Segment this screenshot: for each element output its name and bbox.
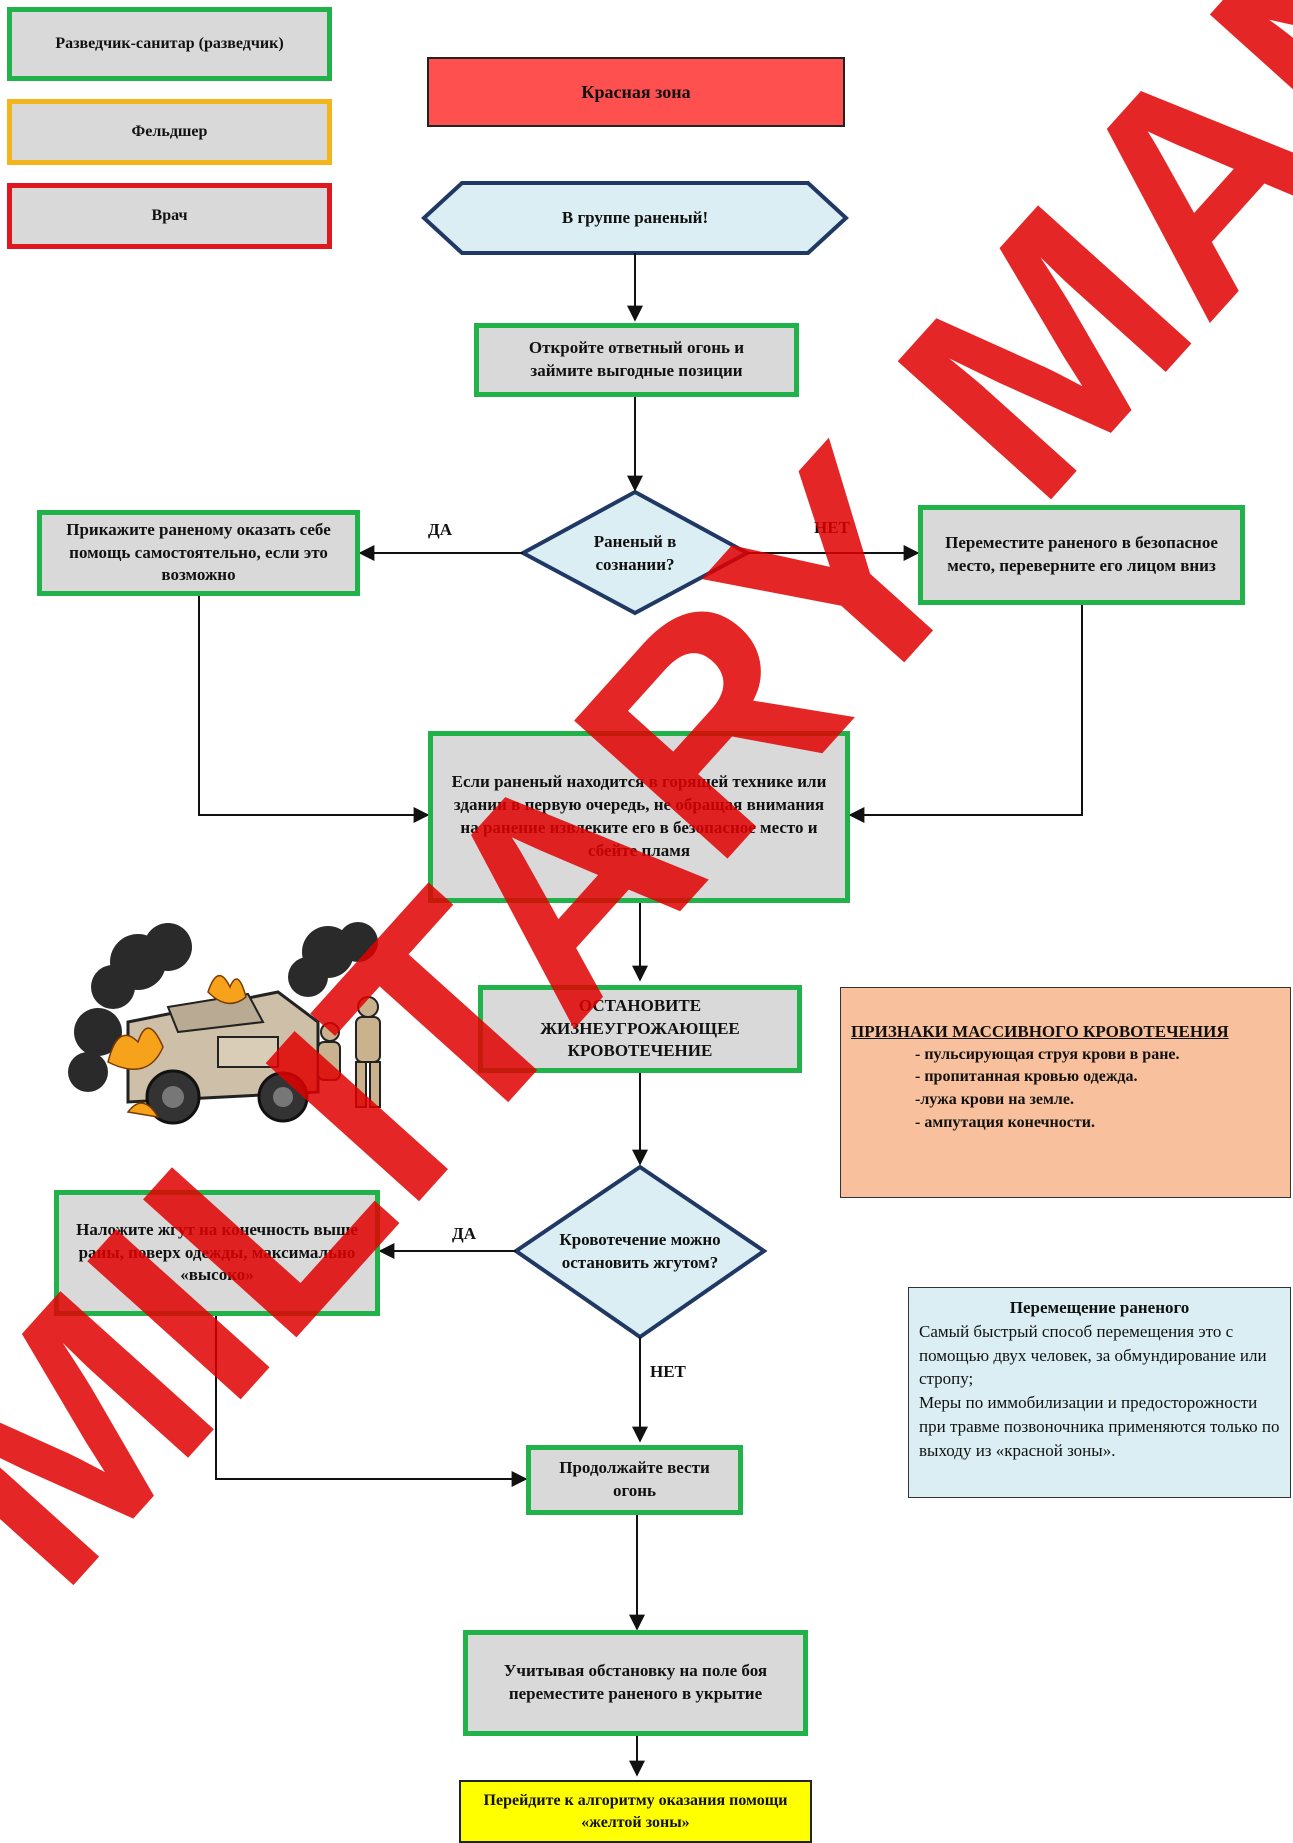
step-continue-fire-text: Продолжайте вести огонь [559,1458,710,1500]
step-next-zone-text: Перейдите к алгоритму оказания помощи «ж… [483,1791,788,1831]
movement-text-2: Меры по иммобилизации и предосторожности… [919,1393,1280,1460]
signs-title: ПРИЗНАКИ МАССИВНОГО КРОВОТЕЧЕНИЯ [851,1022,1229,1041]
decision-conscious-label: Раненый в сознании? [560,526,710,582]
movement-info-panel: Перемещение раненого Самый быстрый спосо… [908,1287,1291,1498]
legend-scout-label: Разведчик-санитар (разведчик) [55,35,284,53]
step-cover: Учитывая обстановку на поле боя перемест… [463,1630,808,1736]
legend-doctor-label: Врач [151,207,188,225]
step-cover-text: Учитывая обстановку на поле боя перемест… [503,1661,768,1703]
arrow-tourniquet-to-continue-fire [215,1315,528,1487]
decision-bleeding-label: Кровотечение можно остановить жгутом? [555,1214,725,1290]
step-next-zone: Перейдите к алгоритму оказания помощи «ж… [459,1780,812,1843]
step-tourniquet: Наложите жгут на конечность выше раны, п… [54,1190,380,1316]
step-stop-bleeding-text: ОСТАНОВИТЕ ЖИЗНЕУГРОЖАЮЩЕЕ КРОВОТЕЧЕНИЕ [540,995,740,1061]
red-zone-title-text: Красная зона [581,81,691,102]
signs-item-2: - пропитанная кровью одежда. [915,1068,1138,1085]
legend-feldsher: Фельдшер [7,99,332,165]
signs-item-1: - пульсирующая струя крови в ране. [915,1046,1180,1063]
signs-item-4: - ампутация конечности. [915,1114,1095,1131]
label-no-1: НЕТ [814,518,850,537]
start-text: В группе раненый! [561,207,709,227]
decision-bleeding-text: Кровотечение можно остановить жгутом? [559,1230,721,1272]
step-continue-fire: Продолжайте вести огонь [526,1445,743,1515]
step-stop-bleeding: ОСТАНОВИТЕ ЖИЗНЕУГРОЖАЮЩЕЕ КРОВОТЕЧЕНИЕ [478,985,802,1073]
label-yes-1: ДА [428,520,452,539]
burning-vehicle-illustration [68,922,381,1125]
red-zone-title: Красная зона [427,57,845,127]
decision-conscious-diamond [518,489,752,616]
arrow-move-safe-to-extract [848,604,1083,823]
label-no-2: НЕТ [650,1362,686,1381]
step-move-safe-text: Переместите раненого в безопасное место,… [945,533,1218,575]
step-self-help: Прикажите раненому оказать себе помощь с… [37,510,360,596]
start-hexagon [421,181,849,255]
step-extract-text: Если раненый находится в горящей технике… [451,772,827,860]
start-label: В группе раненый! [470,190,800,246]
step-move-safe: Переместите раненого в безопасное место,… [918,505,1245,605]
legend-scout: Разведчик-санитар (разведчик) [7,7,332,81]
step-tourniquet-text: Наложите жгут на конечность выше раны, п… [76,1219,358,1285]
signs-item-3: -лужа крови на земле. [915,1091,1074,1108]
label-yes-2: ДА [452,1224,476,1243]
movement-title: Перемещение раненого [1009,1298,1190,1317]
arrow-self-help-to-extract [198,594,430,823]
decision-conscious-text: Раненый в сознании? [593,532,677,574]
step-return-fire-text: Откройте ответный огонь и займите выгодн… [528,338,745,380]
legend-doctor: Врач [7,183,332,249]
signs-panel: ПРИЗНАКИ МАССИВНОГО КРОВОТЕЧЕНИЯ - пульс… [840,987,1291,1198]
step-extract: Если раненый находится в горящей технике… [428,731,850,903]
legend-feldsher-label: Фельдшер [131,123,208,141]
step-self-help-text: Прикажите раненому оказать себе помощь с… [66,519,331,585]
step-return-fire: Откройте ответный огонь и займите выгодн… [474,323,799,397]
movement-text-1: Самый быстрый способ перемещения это с п… [919,1321,1267,1389]
